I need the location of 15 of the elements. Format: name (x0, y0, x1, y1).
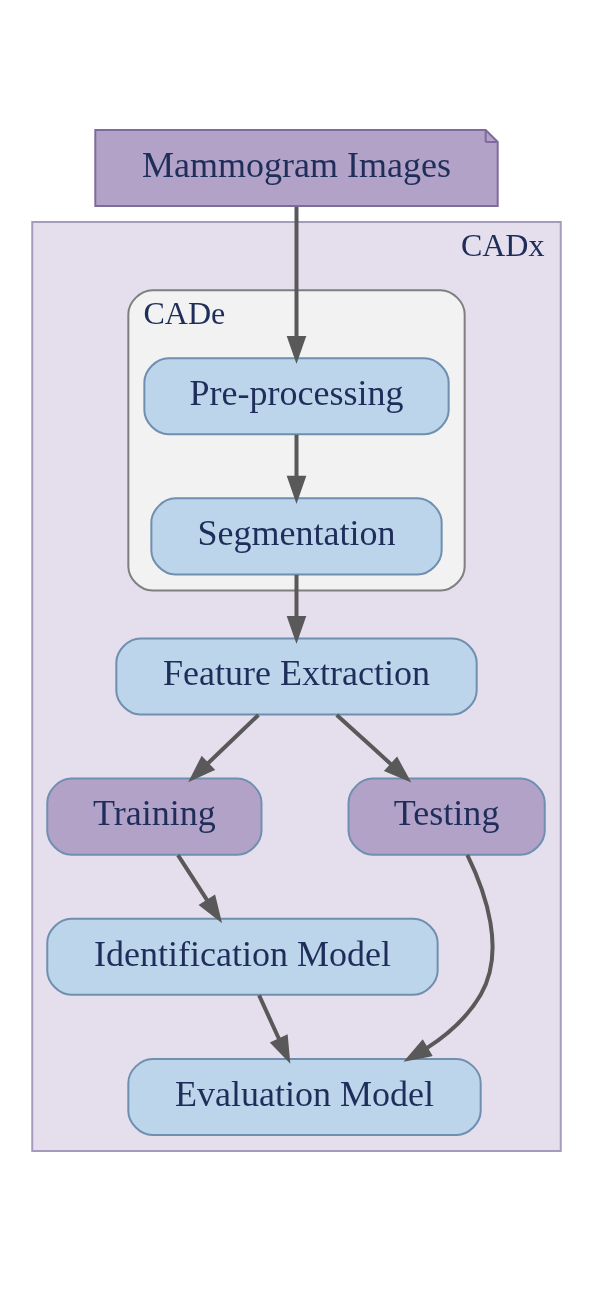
node-box: Pre-processing (143, 357, 450, 436)
arrow (286, 207, 307, 364)
node-box: Segmentation (150, 497, 443, 576)
arrow (403, 854, 495, 1062)
node-box: Feature Extraction (115, 637, 478, 716)
arrow (286, 574, 307, 644)
arrow (176, 854, 223, 924)
node-box: Training (46, 777, 263, 856)
node-box: Testing (347, 777, 546, 856)
arrow (335, 713, 412, 783)
arrow (188, 713, 260, 783)
node-box: Identification Model (46, 917, 439, 996)
arrow (257, 994, 291, 1064)
node-box: Evaluation Model (127, 1057, 482, 1136)
arrow (286, 434, 307, 504)
